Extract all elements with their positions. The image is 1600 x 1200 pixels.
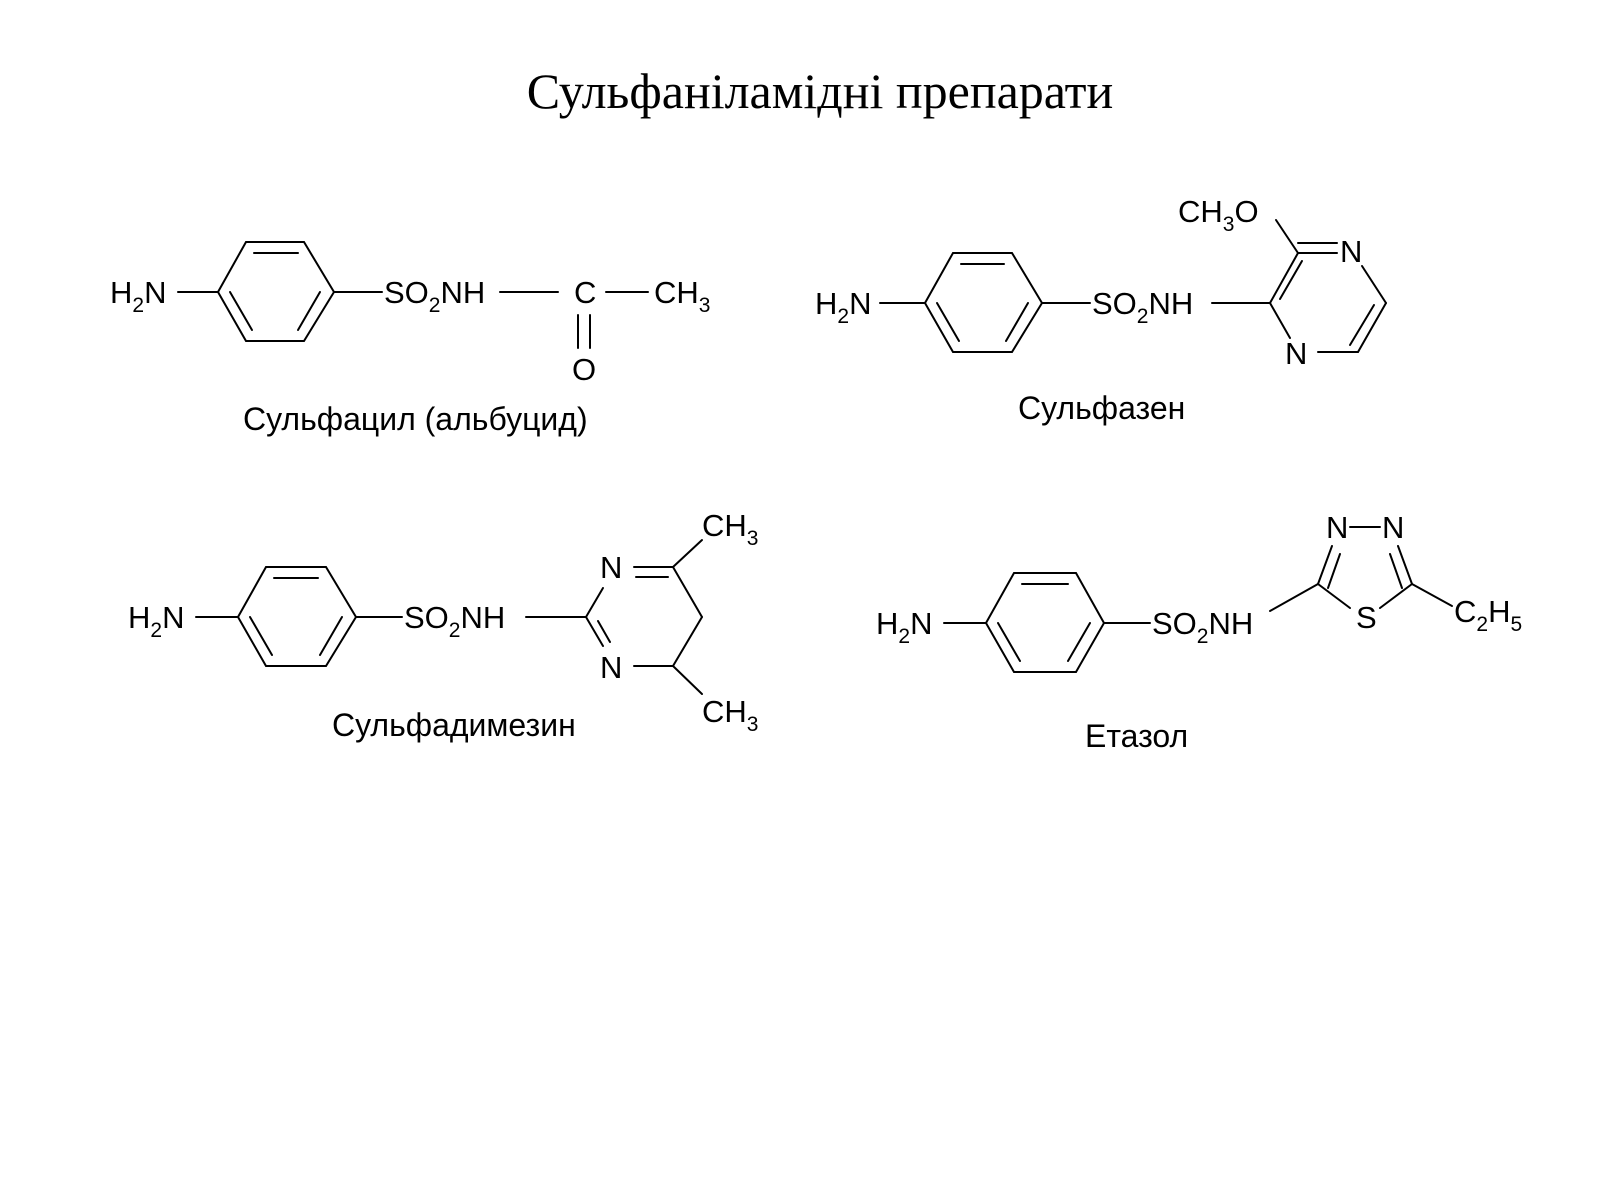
sulfonamide-label: SO2NH xyxy=(1092,286,1193,328)
ring-inner-bond xyxy=(1005,302,1029,342)
ring-nitrogen-label: N xyxy=(1382,510,1404,545)
bonds xyxy=(177,241,649,349)
molecule-caption: Етазол xyxy=(1085,718,1188,754)
bonds xyxy=(943,526,1453,673)
ring-bond xyxy=(672,566,703,618)
ring-bond xyxy=(1269,302,1291,339)
ring-inner-bond xyxy=(297,291,321,331)
sulfonamide-label: SO2NH xyxy=(384,275,485,317)
ring-inner-bond xyxy=(319,616,343,656)
amine-label: H2N xyxy=(110,275,166,317)
ring-nitrogen-label: N xyxy=(1340,234,1362,269)
molecule-caption: Сульфазен xyxy=(1018,390,1185,426)
bonds xyxy=(195,539,703,695)
ring-nitrogen-label: N xyxy=(1326,510,1348,545)
molecule-ethazole: H2N SO2NH N N S C2H5 Етазол xyxy=(876,510,1522,754)
molecule-caption: Сульфадимезин xyxy=(332,707,576,743)
slide-title: Сульфаніламідні препарати xyxy=(526,63,1114,119)
bonds xyxy=(879,219,1387,353)
oxygen-label: O xyxy=(572,352,596,387)
ring-inner-bond xyxy=(1067,622,1091,662)
ring-nitrogen-label: N xyxy=(600,650,622,685)
amine-label: H2N xyxy=(128,600,184,642)
benzene-ring xyxy=(216,241,336,342)
molecule-sulfalene: H2N SO2NH CH3O N N Сульфазен xyxy=(815,194,1387,426)
ring-inner-bond xyxy=(249,616,273,656)
bond xyxy=(1269,583,1319,612)
ring-bond xyxy=(1379,583,1413,609)
ethyl-label: C2H5 xyxy=(1454,594,1522,636)
ring-bond xyxy=(1269,252,1299,304)
ring-bond xyxy=(1389,553,1403,589)
ring-inner-bond xyxy=(229,291,253,331)
molecule-caption: Сульфацил (альбуцид) xyxy=(243,401,588,437)
ring-bond xyxy=(672,616,703,667)
molecule-sulfadimidine: H2N SO2NH N N CH3 CH3 Сульфадимезин xyxy=(128,508,758,743)
bond xyxy=(1275,219,1299,254)
sulfonamide-label: SO2NH xyxy=(1152,606,1253,648)
benzene-ring xyxy=(984,572,1106,673)
bond xyxy=(672,665,703,695)
methyl-label: CH3 xyxy=(702,508,758,550)
ring-bond xyxy=(1317,545,1333,585)
methoxy-label: CH3O xyxy=(1178,194,1259,236)
ring-bond xyxy=(1397,545,1413,585)
bond xyxy=(1411,583,1453,607)
amine-label: H2N xyxy=(876,606,932,648)
carbon-label: C xyxy=(574,275,596,310)
ring-bond xyxy=(1357,302,1387,353)
ring-nitrogen-label: N xyxy=(1285,336,1307,371)
ring-bond xyxy=(1327,553,1341,589)
ring-sulfur-label: S xyxy=(1356,600,1377,635)
ring-bond xyxy=(1361,265,1387,304)
benzene-ring xyxy=(923,252,1044,353)
ring-inner-bond xyxy=(936,302,960,342)
ring-inner-bond xyxy=(997,622,1021,662)
ring-bond xyxy=(1279,260,1303,300)
ring-bond xyxy=(585,587,604,618)
sulfonamide-label: SO2NH xyxy=(404,600,505,642)
ring-bond xyxy=(1317,583,1351,609)
ring-bond xyxy=(585,616,604,647)
ring-bond xyxy=(1349,304,1375,346)
molecule-sulfacetamide: H2N SO2NH C CH3 O Сульфацил (альбуцид) xyxy=(110,241,710,437)
bond xyxy=(672,539,703,568)
methyl-label: CH3 xyxy=(702,694,758,736)
benzene-ring xyxy=(236,566,358,667)
ring-nitrogen-label: N xyxy=(600,550,622,585)
amine-label: H2N xyxy=(815,286,871,328)
methyl-label: CH3 xyxy=(654,275,710,317)
ring-bond xyxy=(597,620,611,643)
